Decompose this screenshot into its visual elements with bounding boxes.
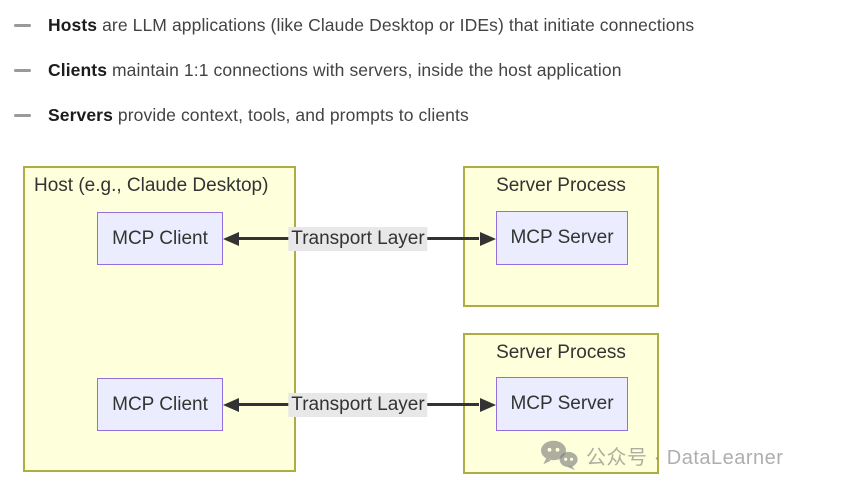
watermark-text: 公众号 · DataLearner: [586, 447, 784, 469]
node-label: MCP Client: [112, 393, 208, 415]
bullet-servers: Servers provide context, tools, and prom…: [14, 104, 469, 126]
bullet-rest: are LLM applications (like Claude Deskto…: [97, 14, 695, 35]
bullet-text: Servers provide context, tools, and prom…: [48, 105, 469, 126]
bullet-term: Servers: [48, 104, 113, 125]
bullet-rest: maintain 1:1 connections with servers, i…: [107, 59, 622, 80]
arrowhead-left-icon: [223, 397, 239, 412]
mcp-server-node-1: MCP Server: [496, 211, 628, 265]
bullet-hosts: Hosts are LLM applications (like Claude …: [14, 14, 694, 36]
server-process-label: Server Process: [496, 342, 626, 363]
watermark: 公众号 · DataLearner: [540, 440, 783, 471]
bullet-text: Clients maintain 1:1 connections with se…: [48, 60, 622, 81]
mcp-server-node-2: MCP Server: [496, 377, 628, 431]
arrowhead-right-icon: [480, 231, 496, 246]
dash-bullet-marker: [14, 113, 31, 117]
transport-layer-label-2: Transport Layer: [288, 393, 428, 417]
node-label: MCP Server: [510, 393, 614, 414]
host-container-label: Host (e.g., Claude Desktop): [34, 175, 269, 196]
transport-layer-label-1: Transport Layer: [288, 227, 428, 251]
bullet-term: Clients: [48, 59, 108, 80]
wechat-icon: [541, 440, 578, 471]
node-label: MCP Server: [510, 227, 614, 248]
bullet-term: Hosts: [48, 14, 98, 35]
bullet-clients: Clients maintain 1:1 connections with se…: [14, 59, 622, 81]
mcp-client-node-1: MCP Client: [97, 212, 223, 265]
dash-bullet-marker: [14, 68, 31, 72]
dash-bullet-marker: [14, 23, 31, 27]
server-process-label: Server Process: [496, 175, 626, 196]
arrowhead-right-icon: [480, 397, 496, 412]
arrowhead-left-icon: [223, 231, 239, 246]
bullet-rest: provide context, tools, and prompts to c…: [112, 104, 469, 125]
mcp-client-node-2: MCP Client: [97, 378, 223, 431]
bullet-text: Hosts are LLM applications (like Claude …: [48, 15, 694, 36]
node-label: MCP Client: [112, 227, 208, 249]
